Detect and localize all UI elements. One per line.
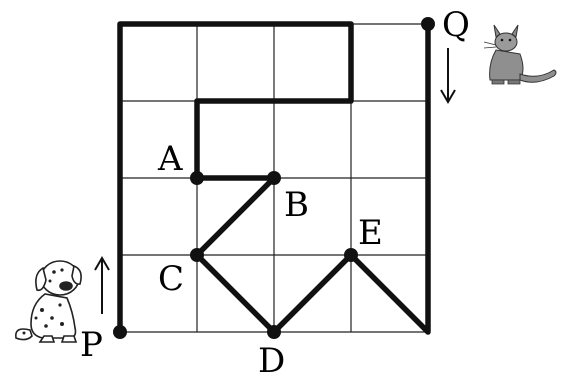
point-p [113,325,127,339]
point-a [190,171,204,185]
label-p: P [80,325,103,365]
label-b: B [284,185,309,225]
label-q: Q [442,5,470,45]
route-line [117,21,431,335]
point-c [190,248,204,262]
cat-icon [483,24,557,85]
label-a: A [157,139,183,179]
point-e [344,248,358,262]
point-d [267,325,281,339]
arrow-down-icon [440,48,456,104]
label-c: C [158,259,184,299]
point-b [267,171,281,185]
arrow-up-icon [94,256,110,314]
point-q [421,17,435,31]
dalmatian-dog-icon [14,260,82,343]
label-d: D [258,341,285,380]
label-e: E [358,213,383,253]
